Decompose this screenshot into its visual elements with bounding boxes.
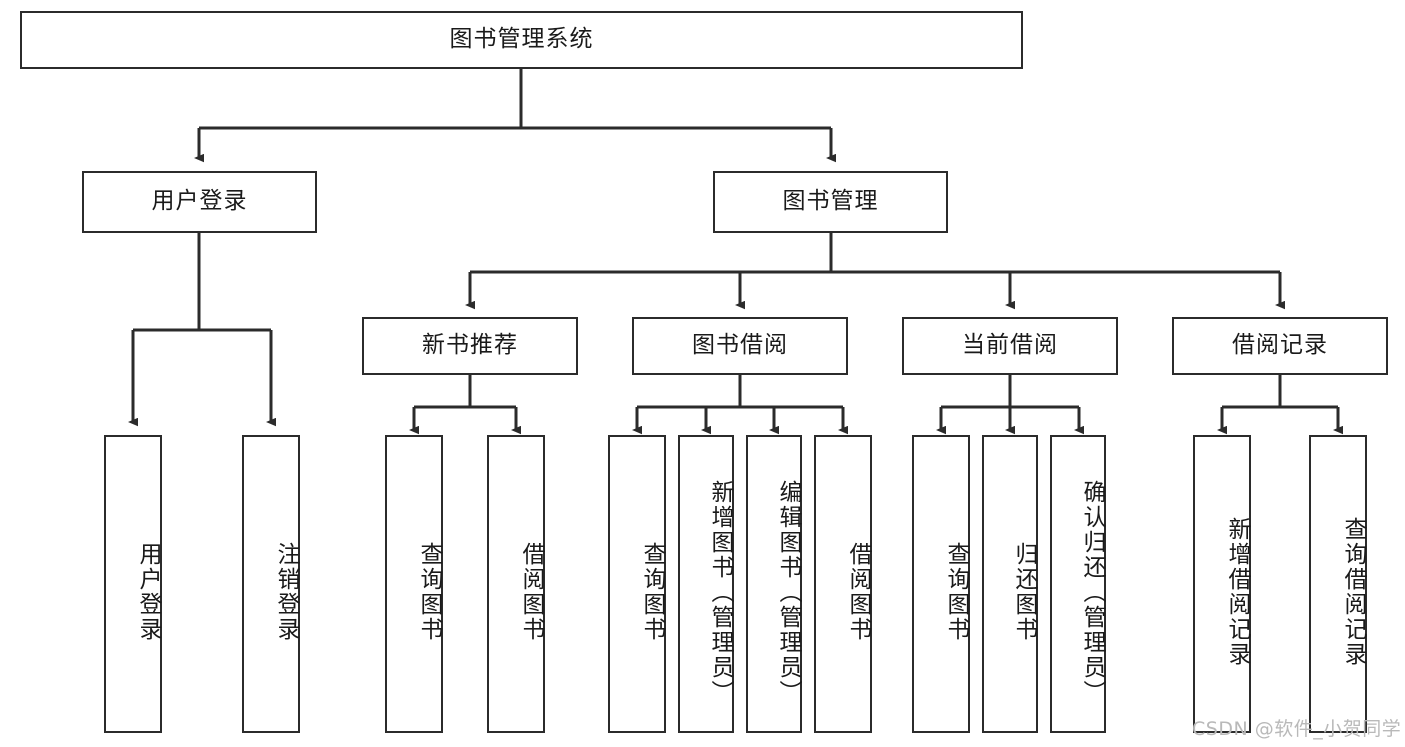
node-label: 新增图书（管理员） [707,479,733,705]
leaf-borrow-book[interactable]: 借阅图书 [814,435,872,733]
node-label: 图书借阅 [692,332,788,359]
leaf-query-book-borrow[interactable]: 查询图书 [608,435,666,733]
leaf-user-login[interactable]: 用户登录 [104,435,162,733]
node-label: 用户登录 [135,542,161,642]
node-label: 借阅记录 [1232,332,1328,359]
node-current-borrow[interactable]: 当前借阅 [902,317,1118,375]
node-label: 新书推荐 [422,332,518,359]
leaf-return-book[interactable]: 归还图书 [982,435,1038,733]
node-label: 查询图书 [639,542,665,642]
node-label: 确认归还（管理员） [1079,479,1105,705]
node-label: 注销登录 [273,542,299,642]
leaf-query-book-recommend[interactable]: 查询图书 [385,435,443,733]
node-label: 图书管理系统 [449,26,594,53]
node-label: 借阅图书 [518,542,544,642]
node-new-book-recommend[interactable]: 新书推荐 [362,317,578,375]
node-root-book-management-system[interactable]: 图书管理系统 [20,11,1023,69]
node-label: 归还图书 [1011,542,1037,642]
node-user-login[interactable]: 用户登录 [82,171,317,233]
csdn-watermark: CSDN @软件_小贺同学 [1192,718,1402,740]
node-book-borrow[interactable]: 图书借阅 [632,317,848,375]
node-label: 查询借阅记录 [1340,517,1366,667]
node-label: 用户登录 [151,188,248,215]
leaf-add-borrow-record[interactable]: 新增借阅记录 [1193,435,1251,733]
leaf-logout-login[interactable]: 注销登录 [242,435,300,733]
node-book-management[interactable]: 图书管理 [713,171,948,233]
node-label: 借阅图书 [845,542,871,642]
leaf-edit-book-admin[interactable]: 编辑图书（管理员） [746,435,802,733]
node-label: 查询图书 [943,542,969,642]
node-label: 新增借阅记录 [1224,517,1250,667]
node-label: 查询图书 [416,542,442,642]
leaf-borrow-book-recommend[interactable]: 借阅图书 [487,435,545,733]
leaf-confirm-return-admin[interactable]: 确认归还（管理员） [1050,435,1106,733]
node-label: 当前借阅 [962,332,1058,359]
leaf-query-borrow-record[interactable]: 查询借阅记录 [1309,435,1367,733]
node-borrow-record[interactable]: 借阅记录 [1172,317,1388,375]
leaf-query-book-current[interactable]: 查询图书 [912,435,970,733]
leaf-add-book-admin[interactable]: 新增图书（管理员） [678,435,734,733]
node-label: 图书管理 [782,188,879,215]
node-label: 编辑图书（管理员） [775,479,801,705]
